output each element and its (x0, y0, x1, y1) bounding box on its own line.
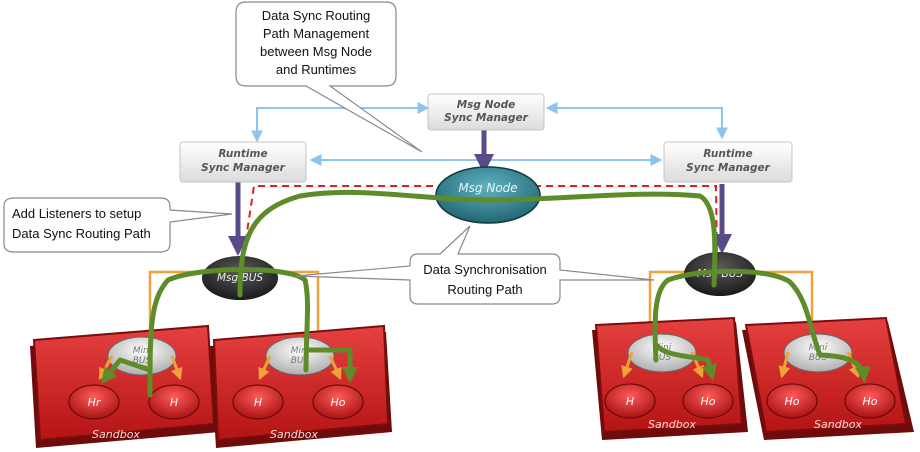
sandbox-label: Sandbox (814, 418, 862, 431)
callout-line: Routing Path (447, 282, 522, 297)
hyperty-label: Ho (862, 395, 877, 408)
sync-link-right-runtime (545, 102, 728, 140)
mini-bus-label: BUS (653, 353, 672, 363)
hyperty-h: H (148, 384, 200, 420)
sync-routing-path (101, 189, 871, 398)
callout-line: between Msg Node (260, 44, 372, 59)
hyperty-label: H (170, 396, 178, 409)
msg-node-label: Msg Node (458, 181, 517, 195)
mini-bus-label: Mini (133, 346, 152, 356)
mini-bus-label: BUS (133, 356, 152, 366)
mini-bus-label: Mini (291, 346, 310, 356)
callout-sync-routing-path: Data Synchronisation Routing Path (295, 225, 655, 305)
callout-line: Data Synchronisation (423, 262, 547, 277)
mini-bus-3: Mini BUS (627, 333, 697, 373)
sandbox-label: Sandbox (92, 428, 140, 441)
manager-label: Runtime (703, 148, 752, 160)
mini-bus-label: BUS (809, 353, 828, 363)
callout-line: and Runtimes (276, 62, 357, 77)
sync-link-left-runtime (251, 102, 430, 143)
listener-arrows (228, 130, 732, 256)
routing-path-left-bus (147, 267, 311, 398)
runtime-sync-manager-left: Runtime Sync Manager (179, 141, 307, 183)
hyperty-label: Ho (784, 395, 799, 408)
sandbox-label: Sandbox (648, 418, 696, 431)
hyperties: Hr H H Ho H Ho Ho Ho (68, 383, 896, 420)
hyperty-label: Ho (330, 396, 345, 409)
hyperty-label: H (254, 396, 262, 409)
routing-branch-left-hr (101, 357, 153, 384)
orange-link-right-2 (760, 270, 814, 330)
callout-line: Data Sync Routing (262, 8, 370, 23)
hyperty-hr: Hr (68, 384, 120, 420)
manager-label: Msg Node (457, 99, 516, 111)
manager-label: Sync Manager (444, 112, 528, 124)
routing-path-right-bus (652, 268, 871, 383)
msg-node-sync-manager: Msg Node Sync Manager (427, 93, 545, 131)
hyperty-label: H (626, 395, 634, 408)
hyperty-ho: Ho (766, 383, 818, 419)
mini-bus-1: Mini BUS (107, 336, 177, 376)
mini-bus-label: BUS (291, 356, 310, 366)
routing-branch-ho-left (303, 347, 359, 383)
runtime-sync-manager-right: Runtime Sync Manager (663, 141, 793, 183)
callout-line: Data Sync Routing Path (12, 226, 151, 241)
callout-line: Add Listeners to setup (12, 206, 141, 221)
callout-add-listeners: Add Listeners to setup Data Sync Routing… (3, 197, 233, 253)
hyperty-ho: Ho (844, 383, 896, 419)
manager-label: Sync Manager (686, 162, 770, 174)
callout-routing-management: Data Sync Routing Path Management betwee… (235, 1, 423, 153)
callout-line: Path Management (263, 26, 370, 41)
manager-label: Sync Manager (201, 162, 285, 174)
hyperty-h: H (604, 383, 656, 419)
dashed-routing-outline (241, 185, 718, 266)
mini-bus-2: Mini BUS (265, 336, 335, 376)
orange-link-right-1 (648, 270, 688, 330)
routing-path-main (237, 189, 718, 298)
hyperty-label: Hr (88, 396, 102, 409)
sandbox-label: Sandbox (270, 428, 318, 441)
manager-label: Runtime (218, 148, 267, 160)
hyperty-h: H (232, 384, 284, 420)
msg-node: Msg Node (435, 166, 541, 224)
routing-branch-right-ho (653, 342, 718, 381)
hyperty-ho: Ho (312, 384, 364, 420)
hyperty-label: Ho (700, 395, 715, 408)
hyperty-ho: Ho (682, 383, 734, 419)
